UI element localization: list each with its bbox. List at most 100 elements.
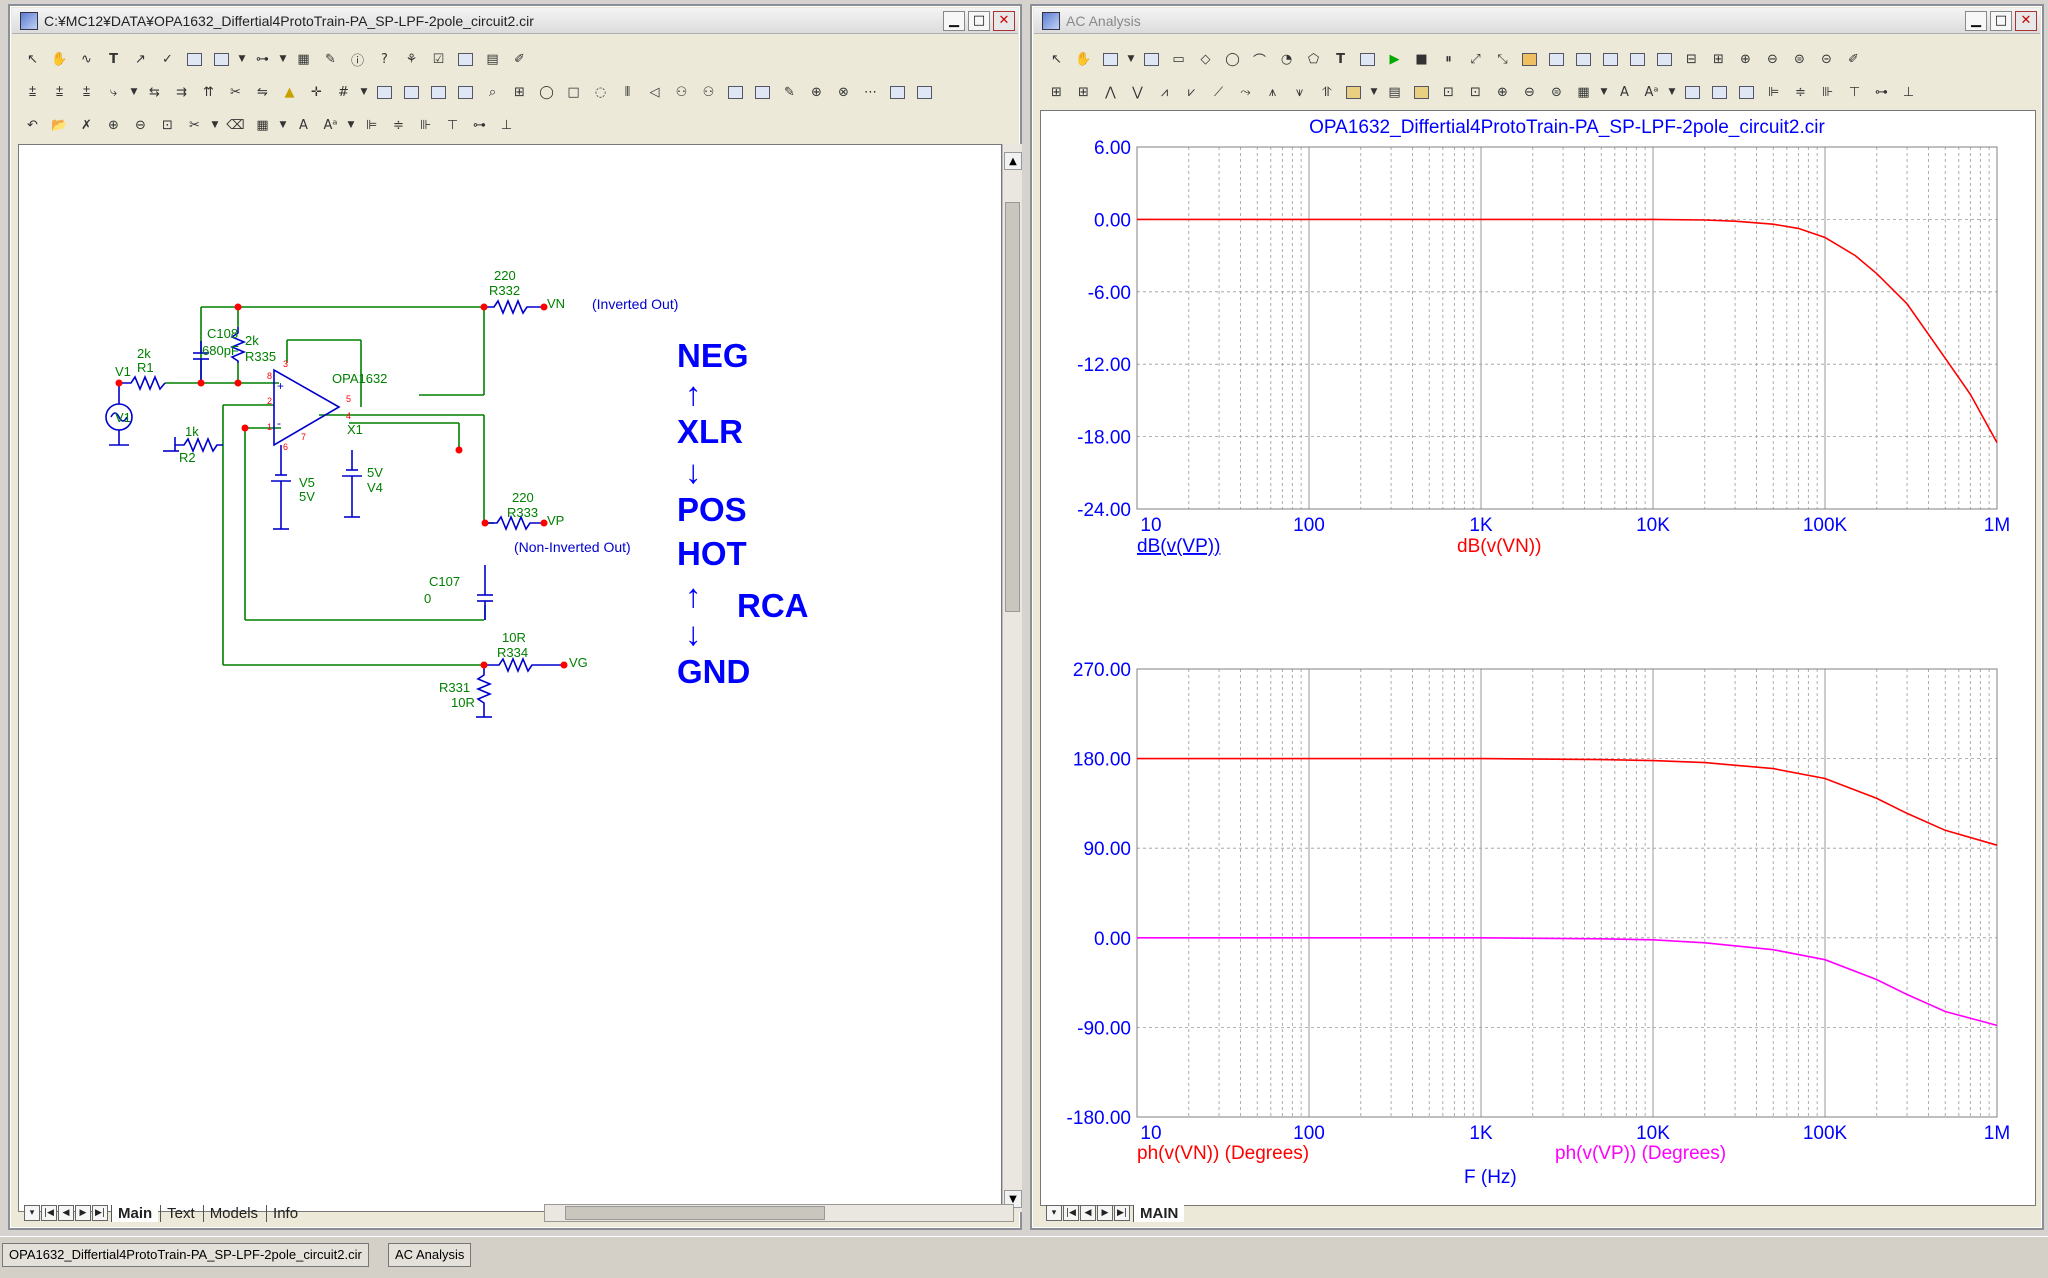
- analysis-icon[interactable]: ⩲: [28, 84, 37, 100]
- scope2-icon[interactable]: ⊡: [1470, 84, 1481, 100]
- find-icon[interactable]: ⌕: [488, 84, 497, 100]
- horizontal-scrollbar[interactable]: [544, 1204, 1014, 1222]
- copy-icon[interactable]: [723, 80, 748, 105]
- tab-prev[interactable]: ◀: [58, 1205, 74, 1221]
- transient-icon[interactable]: ⩲: [55, 84, 64, 100]
- dropdown-icon[interactable]: ▼: [347, 120, 355, 130]
- tab-nav-dropdown[interactable]: ▾: [24, 1205, 40, 1221]
- pie-icon[interactable]: ◔: [1280, 51, 1293, 67]
- wire-mode-icon[interactable]: ∿: [81, 51, 92, 67]
- paste-icon[interactable]: [750, 80, 775, 105]
- tab-first[interactable]: |◀: [41, 1205, 57, 1221]
- component-panel-icon[interactable]: [209, 47, 234, 72]
- panel-icon[interactable]: [1571, 47, 1596, 72]
- properties-icon[interactable]: ✐: [1848, 51, 1859, 67]
- align-right-icon[interactable]: ⊪: [419, 117, 432, 133]
- valley-icon[interactable]: ⋁: [1132, 84, 1143, 100]
- align-middle-icon[interactable]: ⊶: [1875, 84, 1888, 100]
- edit-doc-icon[interactable]: ✎: [784, 84, 795, 100]
- zoom-in-icon[interactable]: ⊕: [108, 117, 119, 133]
- probe-icon[interactable]: ✓: [162, 51, 173, 67]
- table-icon[interactable]: ▦: [256, 117, 269, 133]
- scroll-up-arrow[interactable]: ▲: [1004, 152, 1022, 170]
- tag-icon[interactable]: [1355, 47, 1380, 72]
- tab-main[interactable]: MAIN: [1133, 1204, 1185, 1222]
- low-icon[interactable]: ⩗: [1187, 84, 1196, 100]
- hscroll-thumb[interactable]: [565, 1206, 825, 1220]
- tab-prev[interactable]: ◀: [1080, 1205, 1096, 1221]
- taskbar-item-schematic[interactable]: OPA1632_Differtial4ProtoTrain-PA_SP-LPF-…: [2, 1243, 369, 1267]
- attribute-icon[interactable]: ⚘: [405, 51, 418, 67]
- window-icon[interactable]: [453, 80, 478, 105]
- maximize-button[interactable]: □: [1990, 10, 2012, 31]
- bars-icon[interactable]: ⫴: [624, 84, 631, 100]
- panel3-icon[interactable]: [1625, 47, 1650, 72]
- flip-icon[interactable]: ⇉: [176, 84, 187, 100]
- analysis-titlebar[interactable]: AC Analysis ▁ □ ✕: [1034, 8, 2040, 34]
- line-icon[interactable]: [1139, 47, 1164, 72]
- doc2-icon[interactable]: [426, 80, 451, 105]
- zoom-fit-icon[interactable]: ⊡: [162, 117, 173, 133]
- minimize-button[interactable]: ▁: [943, 10, 965, 31]
- dropdown-icon[interactable]: ▼: [279, 120, 287, 130]
- polygon-icon[interactable]: ⬠: [1307, 51, 1320, 67]
- clipboard-icon[interactable]: [1341, 80, 1366, 105]
- select-mode-icon[interactable]: ↖: [1051, 51, 1062, 67]
- zoom-in-icon[interactable]: ⊕: [1497, 84, 1508, 100]
- dropdown-icon[interactable]: ▼: [279, 54, 287, 64]
- warning-icon[interactable]: ▲: [284, 84, 295, 100]
- maximize-button[interactable]: □: [968, 10, 990, 31]
- grid-toggle-icon[interactable]: #: [338, 84, 349, 100]
- zoom-out-icon[interactable]: ⊖: [135, 117, 146, 133]
- table-icon[interactable]: ▦: [1577, 84, 1590, 100]
- tab-last[interactable]: ▶|: [1114, 1205, 1130, 1221]
- scope-icon[interactable]: ⊡: [1443, 84, 1454, 100]
- scale2-icon[interactable]: ⤡: [1497, 51, 1508, 67]
- grid-icon[interactable]: ▦: [297, 51, 310, 67]
- pause-icon[interactable]: ⏸: [1445, 51, 1452, 67]
- tag-icon[interactable]: [453, 47, 478, 72]
- inflection-icon[interactable]: ⤳: [1240, 84, 1251, 100]
- grid-icon[interactable]: [1544, 47, 1569, 72]
- open-icon[interactable]: 📂: [51, 117, 68, 133]
- tab-next[interactable]: ▶: [1097, 1205, 1113, 1221]
- zoom-prev-icon[interactable]: ⊝: [1821, 51, 1832, 67]
- align-top-icon[interactable]: ⊤: [1848, 84, 1861, 100]
- text-mode-icon[interactable]: T: [109, 51, 118, 67]
- tab-text[interactable]: Text: [160, 1204, 201, 1222]
- diamond-icon[interactable]: ◇: [1200, 51, 1211, 67]
- zoom-out-icon[interactable]: ⊖: [1767, 51, 1778, 67]
- dropdown-icon[interactable]: ▼: [1600, 87, 1608, 97]
- font-icon[interactable]: A: [1620, 84, 1629, 100]
- undo-icon[interactable]: ↶: [27, 117, 38, 133]
- scissors-icon[interactable]: ✂: [189, 117, 200, 133]
- tab-next[interactable]: ▶: [75, 1205, 91, 1221]
- ring-icon[interactable]: ◌: [594, 84, 607, 100]
- ellipse-icon[interactable]: ◯: [1225, 51, 1240, 67]
- tab-nav-dropdown[interactable]: ▾: [1046, 1205, 1062, 1221]
- dropdown-icon[interactable]: ▼: [1370, 87, 1378, 97]
- doc-icon[interactable]: [399, 80, 424, 105]
- close-button[interactable]: ✕: [2015, 10, 2037, 31]
- pin-icon[interactable]: ✎: [325, 51, 336, 67]
- align-center-icon[interactable]: ≑: [393, 117, 404, 133]
- align-center-icon[interactable]: ≑: [1795, 84, 1806, 100]
- schematic-vertical-scrollbar[interactable]: ▲ ▼: [1002, 144, 1022, 1212]
- arc-icon[interactable]: ⌒: [1252, 53, 1266, 69]
- align-right-icon[interactable]: ⊪: [1821, 84, 1834, 100]
- more-icon[interactable]: ⋯: [864, 84, 877, 100]
- font-icon[interactable]: A: [299, 117, 308, 133]
- panel2-icon[interactable]: [1598, 47, 1623, 72]
- pan-mode-icon[interactable]: ✋: [1075, 51, 1092, 67]
- dropdown-icon[interactable]: ▼: [1127, 54, 1135, 64]
- ungroup-icon[interactable]: [912, 80, 937, 105]
- cursor2-icon[interactable]: ⊞: [1078, 84, 1089, 100]
- schematic-canvas[interactable]: 8 2 1 3 5 4 6 7 + - 220 R332 C108 680pF …: [18, 144, 1002, 1212]
- tab-info[interactable]: Info: [266, 1204, 304, 1222]
- checkbox-icon[interactable]: ☑: [432, 51, 445, 67]
- mirror-icon[interactable]: ⇈: [203, 84, 214, 100]
- taskbar-item-ac-analysis[interactable]: AC Analysis: [388, 1243, 472, 1267]
- align-left-icon[interactable]: ⊫: [365, 117, 378, 133]
- minimize-button[interactable]: ▁: [1965, 10, 1987, 31]
- pin-head-icon[interactable]: ⊕: [811, 84, 822, 100]
